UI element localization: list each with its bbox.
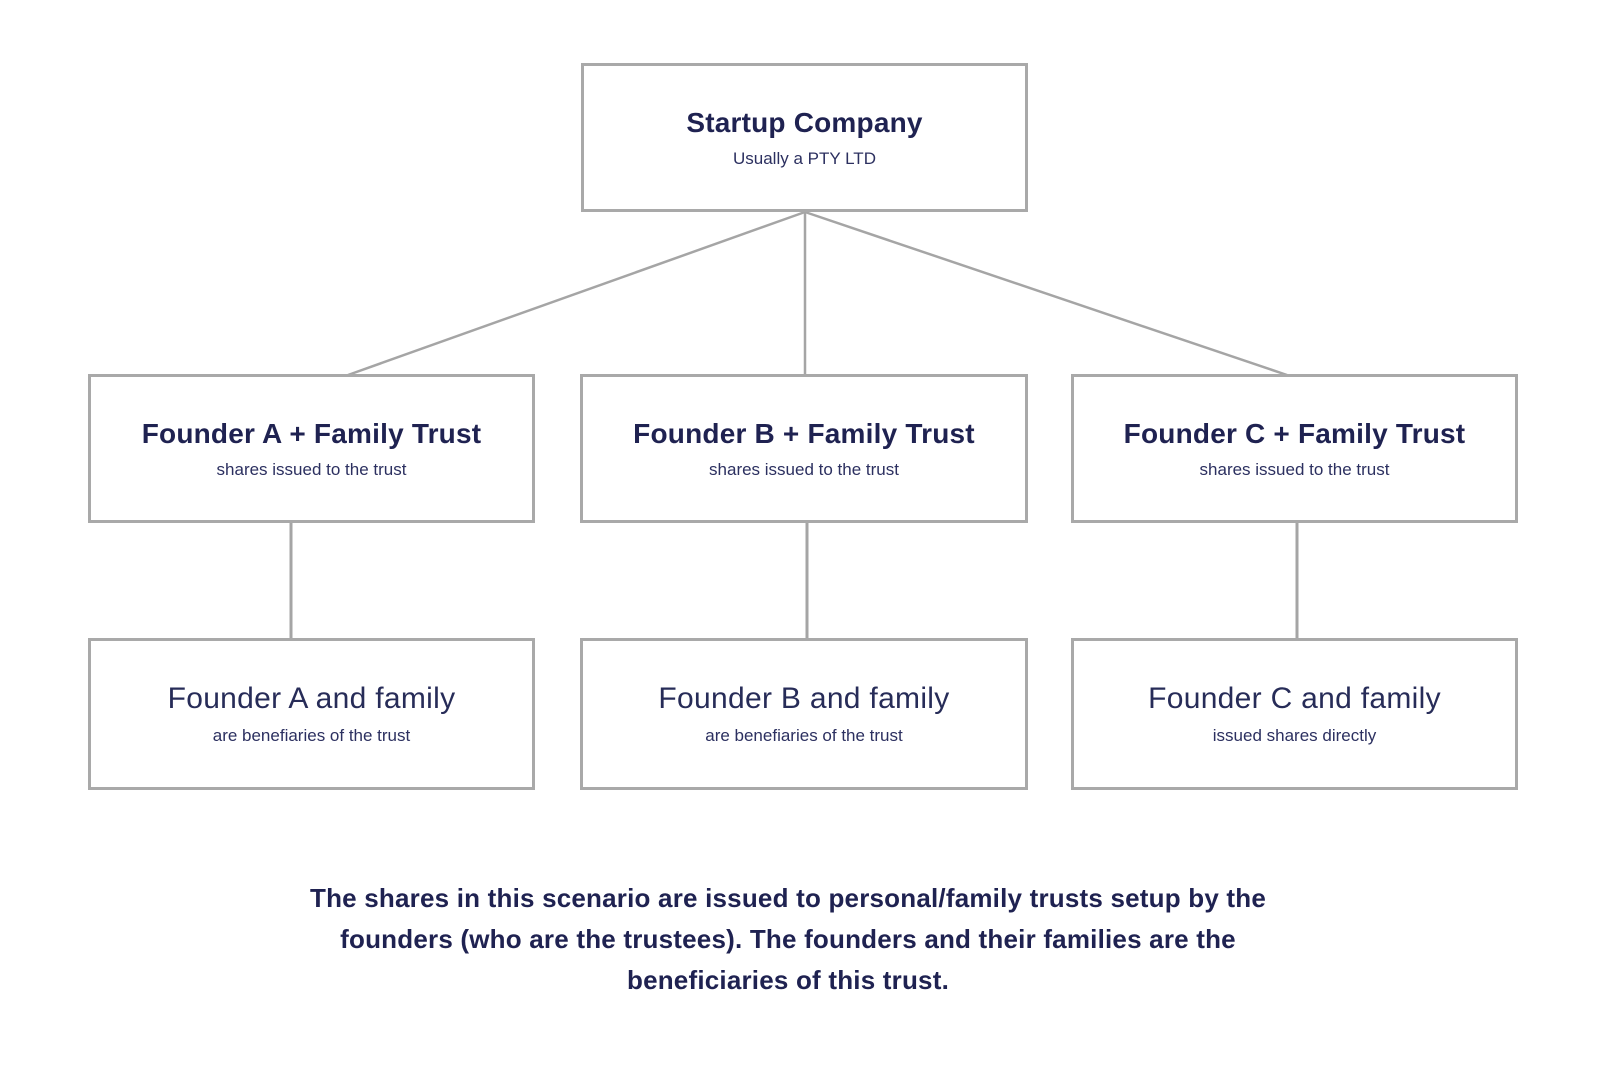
startup-company-title: Startup Company (686, 106, 923, 138)
founder-a-trust-subtitle: shares issued to the trust (216, 459, 407, 479)
node-founder-b-trust: Founder B + Family Trust shares issued t… (580, 374, 1028, 523)
node-founder-a-family: Founder A and family are benefiaries of … (88, 638, 535, 790)
node-founder-a-trust: Founder A + Family Trust shares issued t… (88, 374, 535, 523)
founder-a-family-title: Founder A and family (167, 682, 456, 715)
founder-c-trust-subtitle: shares issued to the trust (1199, 459, 1390, 479)
diagram-caption: The shares in this scenario are issued t… (0, 878, 1576, 1001)
caption-line-2: founders (who are the trustees). The fou… (340, 924, 1236, 954)
node-founder-c-family: Founder C and family issued shares direc… (1071, 638, 1518, 790)
connector-top-to-trust-c (804, 210, 1288, 377)
founder-a-trust-title: Founder A + Family Trust (141, 417, 482, 449)
founder-a-family-subtitle: are benefiaries of the trust (212, 726, 411, 745)
caption-line-3: beneficiaries of this trust. (626, 965, 949, 995)
node-startup-company: Startup Company Usually a PTY LTD (581, 63, 1028, 212)
founder-b-family-title: Founder B and family (658, 682, 950, 715)
founder-b-family-subtitle: are benefiaries of the trust (705, 726, 903, 745)
connector-top-to-trust-a (347, 210, 806, 377)
founder-c-trust-title: Founder C + Family Trust (1123, 417, 1466, 449)
founder-c-family-title: Founder C and family (1148, 682, 1441, 715)
founder-b-trust-subtitle: shares issued to the trust (709, 459, 899, 479)
founder-c-family-subtitle: issued shares directly (1212, 726, 1377, 745)
caption-line-1: The shares in this scenario are issued t… (309, 883, 1267, 913)
founder-b-trust-title: Founder B + Family Trust (633, 417, 975, 449)
startup-company-subtitle: Usually a PTY LTD (733, 148, 876, 168)
node-founder-b-family: Founder B and family are benefiaries of … (580, 638, 1028, 790)
node-founder-c-trust: Founder C + Family Trust shares issued t… (1071, 374, 1518, 523)
